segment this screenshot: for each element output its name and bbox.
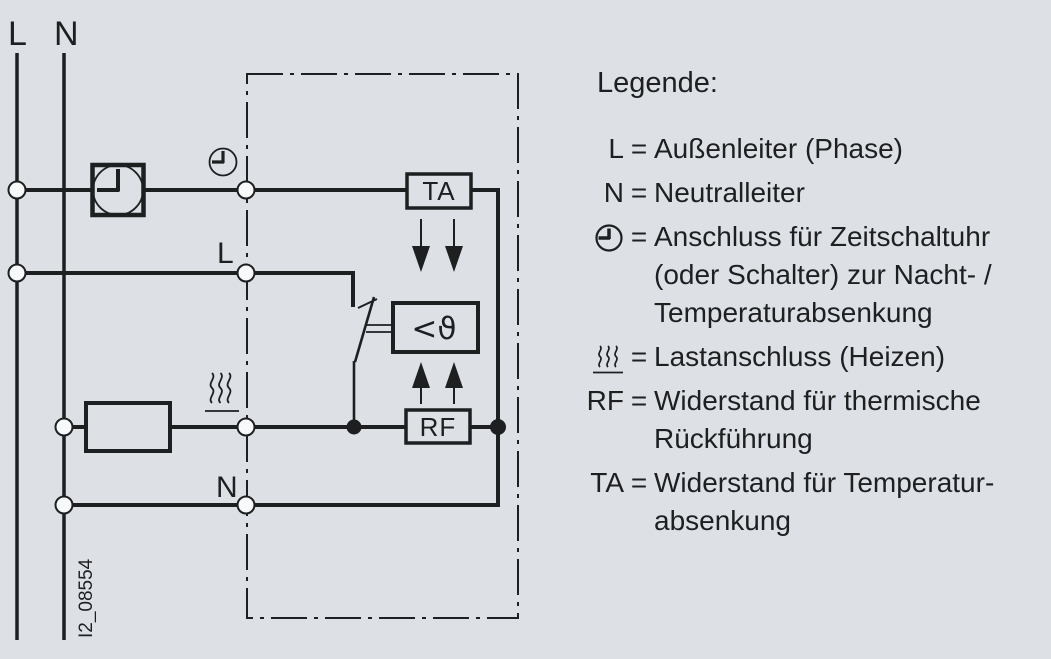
figure-id: I2_08554 <box>76 558 97 638</box>
thermostat-switch <box>352 296 393 427</box>
legend-entry-l: L = Außenleiter (Phase) <box>580 130 994 168</box>
terminal <box>7 180 27 200</box>
legend-text: Anschluss für Zeitschaltuhr <box>654 221 991 252</box>
n-bus-label: N <box>54 15 79 53</box>
ta-to-neutral-wire <box>64 188 500 507</box>
terminal <box>7 263 27 283</box>
legend-text: Neutralleiter <box>654 177 805 208</box>
legend-symbol-l: L <box>608 133 624 164</box>
thermostat-box <box>391 301 480 354</box>
legend-entry-rf: RF = Widerstand für thermische Rückführu… <box>580 382 994 458</box>
phase-input-wire <box>17 271 355 307</box>
terminal <box>236 495 256 515</box>
equals-sign: = <box>630 133 648 164</box>
heat-flow-up-arrows <box>412 362 463 404</box>
terminal <box>54 495 74 515</box>
legend-text: Rückführung <box>654 423 813 454</box>
equals-sign: = <box>630 177 648 208</box>
clock-hands <box>97 169 120 192</box>
thermostat-sensor: <ϑ <box>391 301 480 354</box>
legend-entry-load: = Lastanschluss (Heizen) <box>580 338 994 376</box>
inner-l-label: L <box>217 237 234 270</box>
rf-box-label: RF <box>420 412 457 442</box>
legend-symbol-ta: TA <box>590 467 624 498</box>
heating-icon <box>593 345 623 374</box>
legend: Legende: L = Außenleiter (Phase) N = Neu… <box>580 64 995 546</box>
circuit-diagram: TA <ϑ RF L N L N I2_08554 <box>7 15 519 640</box>
equals-sign: = <box>630 467 648 498</box>
load-resistor-box <box>84 401 172 453</box>
equals-sign: = <box>630 341 648 372</box>
legend-title: Legende: <box>597 67 718 99</box>
terminal <box>236 417 256 437</box>
legend-text: Temperaturabsenkung <box>654 297 933 328</box>
legend-entry-timer: = Anschluss für Zeitschaltuhr (oder Scha… <box>580 218 994 332</box>
legend-symbol-n: N <box>603 177 624 208</box>
thermostat-box-label: <ϑ <box>411 311 456 347</box>
rf-resistor: RF <box>404 408 472 445</box>
terminal <box>236 180 256 200</box>
heating-load-icon <box>205 372 239 412</box>
clock-icon <box>595 224 623 252</box>
legend-text: absenkung <box>654 505 792 536</box>
ta-resistor: TA <box>405 172 473 210</box>
clock-face <box>92 164 144 216</box>
terminal <box>236 263 256 283</box>
junction-dot <box>490 419 506 435</box>
legend-symbol-rf: RF <box>586 385 624 416</box>
legend-text: Widerstand für Temperatur- <box>654 467 995 498</box>
switch-blade <box>353 296 376 363</box>
heat-flow-down-arrows <box>412 219 463 272</box>
equals-sign: = <box>630 385 648 416</box>
legend-text: Lastanschluss (Heizen) <box>654 341 946 372</box>
equals-sign: = <box>630 221 648 252</box>
legend-text: Widerstand für thermische <box>654 385 981 416</box>
ta-box <box>405 172 473 210</box>
rf-box <box>404 408 472 445</box>
device-boundary-dashed-box <box>246 73 519 619</box>
legend-entry-ta: TA = Widerstand für Temperatur- absenkun… <box>580 464 994 540</box>
timer-clock-icon <box>208 147 238 177</box>
clock-hands <box>212 151 225 164</box>
legend-entry-n: N = Neutralleiter <box>580 174 994 212</box>
terminal <box>54 417 74 437</box>
ta-box-label: TA <box>422 176 455 206</box>
inner-n-label: N <box>216 471 238 504</box>
l-bus-label: L <box>8 15 27 53</box>
junction-dot <box>346 419 362 435</box>
legend-text: Außenleiter (Phase) <box>654 133 904 164</box>
time-switch-symbol <box>90 162 146 218</box>
terminals <box>7 180 256 515</box>
legend-text: (oder Schalter) zur Nacht- / <box>654 259 992 290</box>
